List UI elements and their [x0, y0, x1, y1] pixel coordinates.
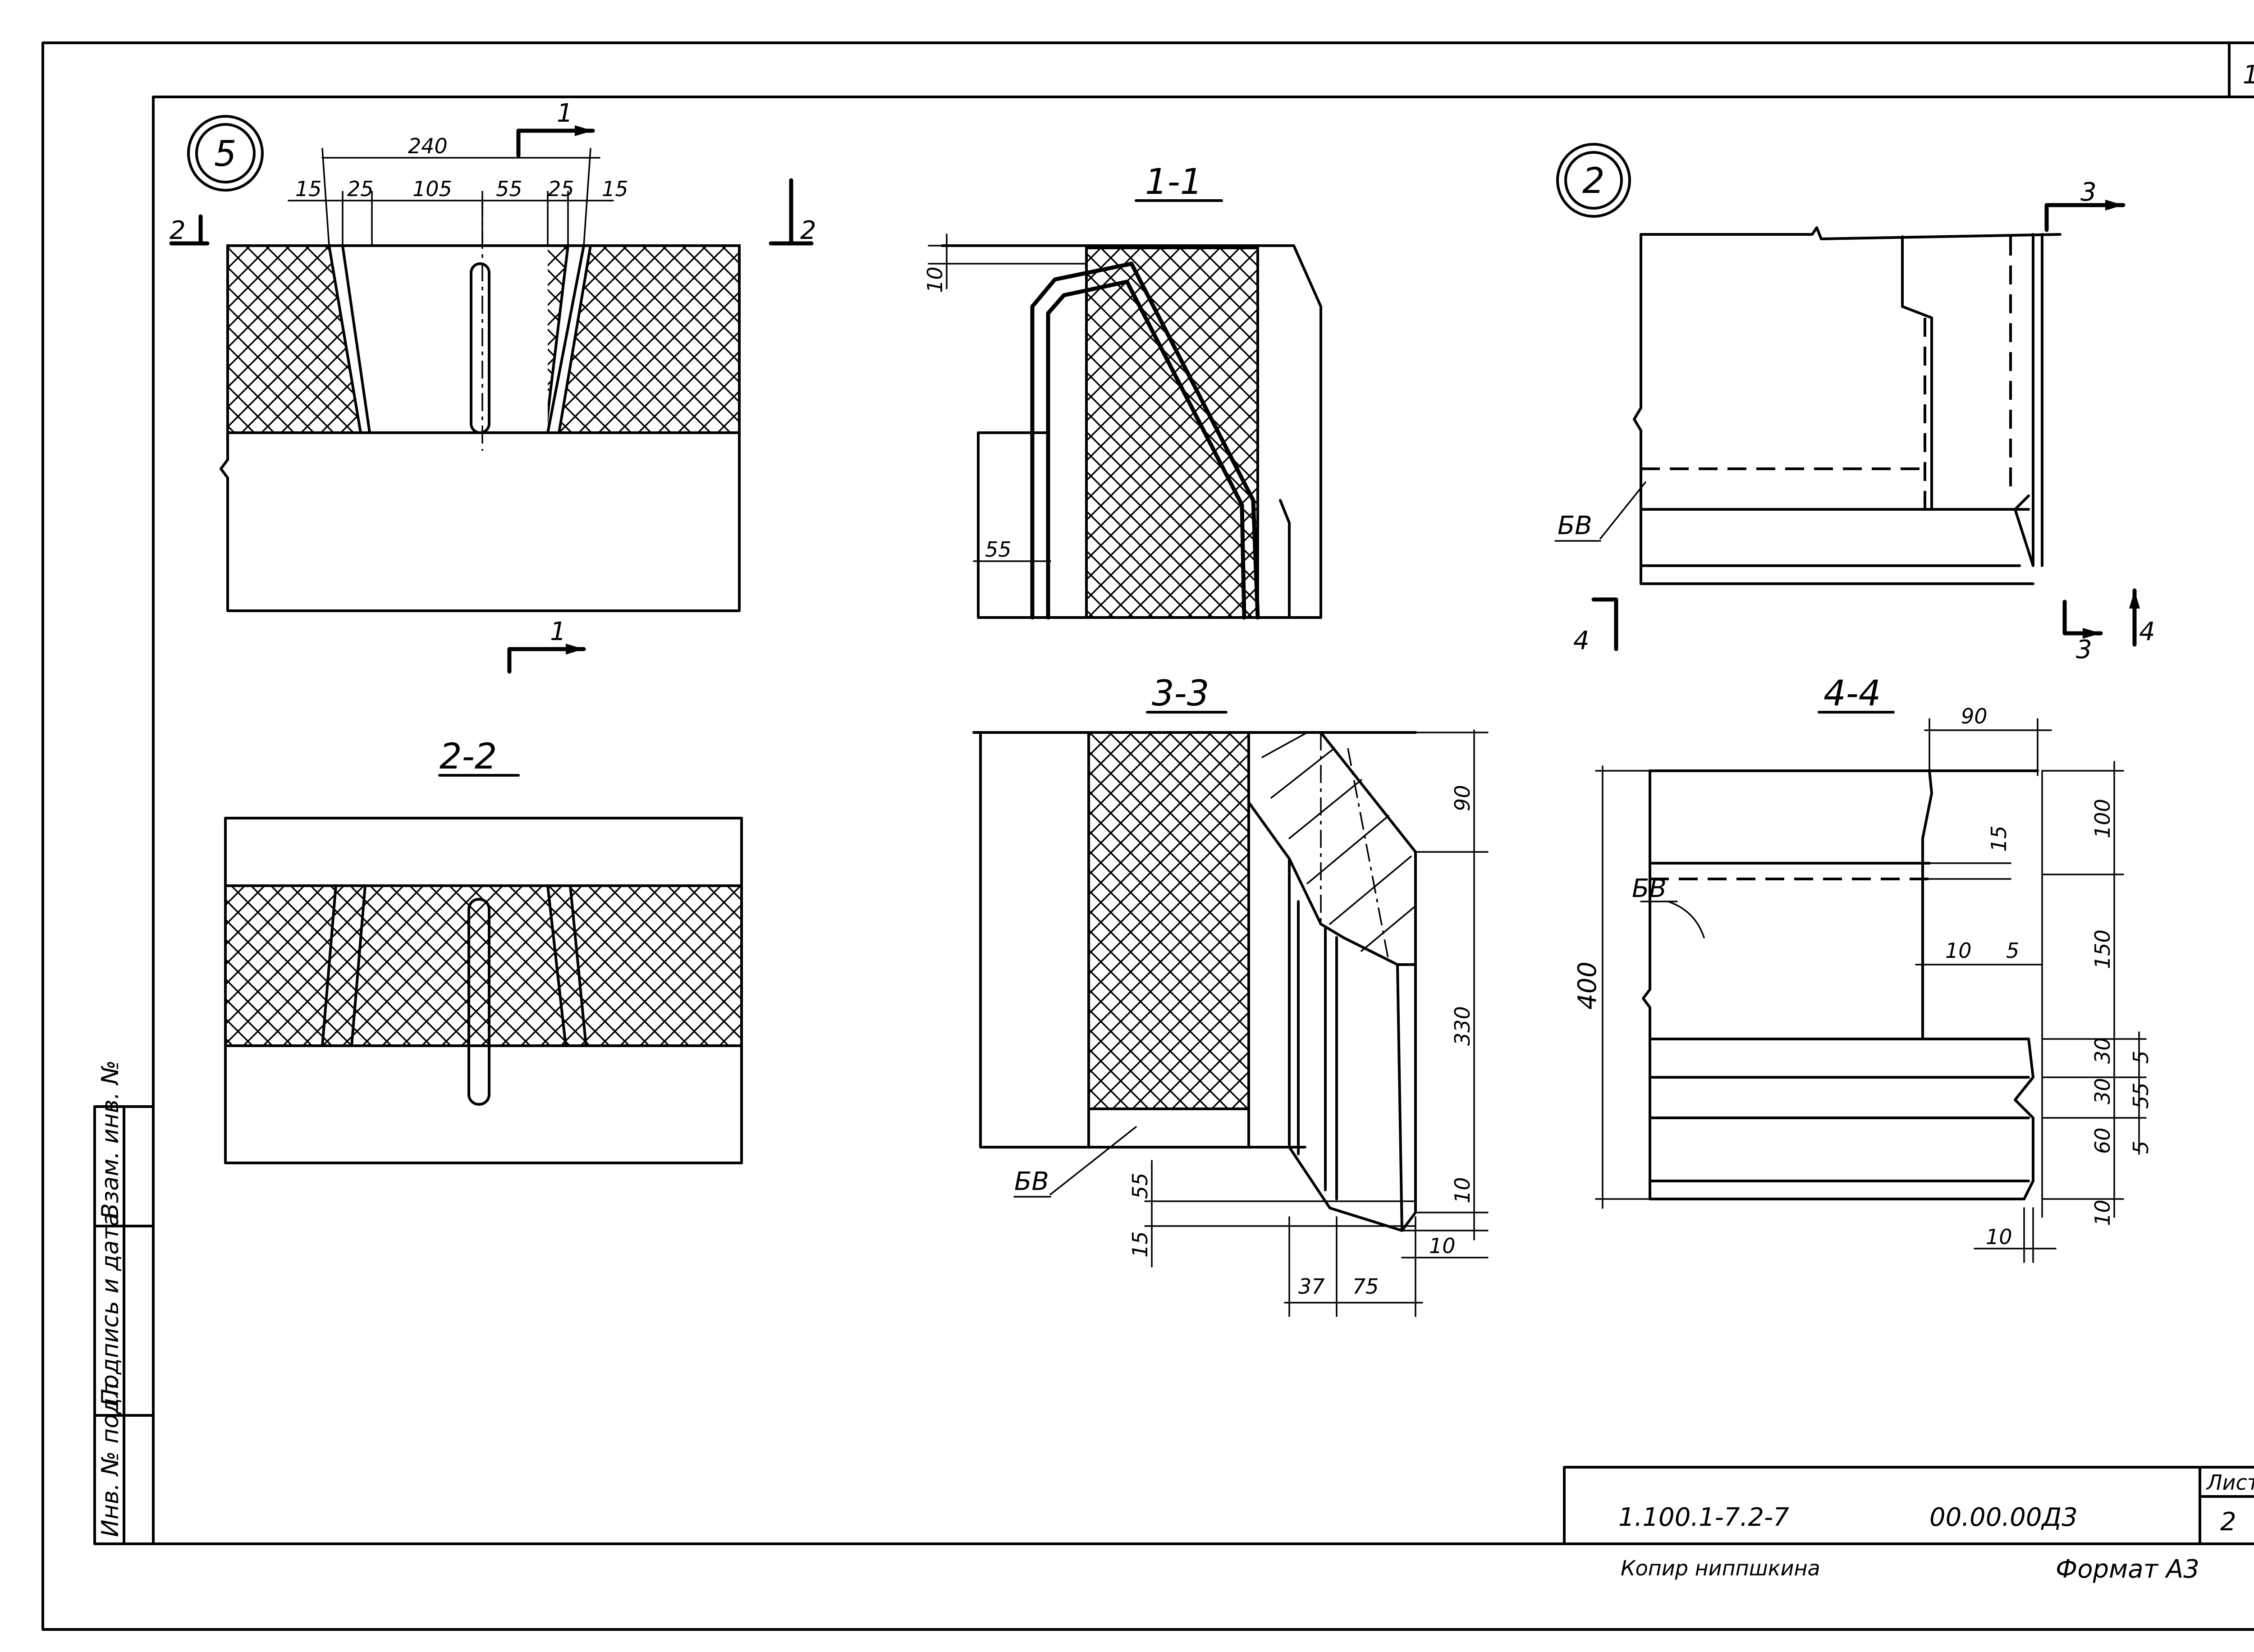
- title-sheet-label: Лист: [2206, 1470, 2254, 1495]
- title-designation: 00.00.00Д3: [1929, 1503, 2078, 1532]
- section-1-1: 1-1 10 55: [923, 162, 1322, 620]
- s44-dim-100: 100: [2090, 799, 2115, 838]
- stamp-inv-dup: Взам. инв. №: [97, 1060, 124, 1219]
- cut-2-right: 2: [800, 216, 816, 245]
- s33-dim-75: 75: [1352, 1274, 1379, 1299]
- corner-number: 19: [2243, 60, 2254, 90]
- s33-dim-37: 37: [1298, 1274, 1325, 1299]
- view-5: 5 1 2 2 240 15 25 1: [169, 99, 816, 674]
- dim-15a: 15: [295, 177, 322, 201]
- section-3-3: 3-3 90 330 10 55 15: [972, 673, 1489, 1317]
- s44-dim-150: 150: [2090, 929, 2115, 969]
- side-stamp: Инв. № подл. Подпись и дата Взам. инв. №: [93, 1060, 155, 1545]
- s44-dim-55: 55: [2129, 1082, 2153, 1109]
- cut-4-right: 4: [2139, 617, 2155, 646]
- footer-copied: Копир ниппшкина: [1621, 1556, 1820, 1580]
- dim-105: 105: [412, 177, 452, 201]
- bv-label-view2: БВ: [1558, 511, 1592, 540]
- s44-dim-10r: 10: [2090, 1199, 2115, 1226]
- s11-dim-55: 55: [985, 537, 1012, 562]
- cut-4-left: 4: [1573, 626, 1590, 655]
- dim-55: 55: [496, 177, 522, 201]
- stamp-inv-orig: Инв. № подл.: [97, 1375, 124, 1537]
- s44-dim-30b: 30: [2090, 1078, 2115, 1104]
- s33-dim-55: 55: [1128, 1172, 1152, 1199]
- s33-dim-90: 90: [1450, 785, 1475, 811]
- s44-dim-5c: 5: [2129, 1141, 2153, 1154]
- callout-5-label: 5: [214, 134, 237, 174]
- dim-25a: 25: [347, 177, 374, 201]
- title-block: 1.100.1-7.2-7 00.00.00Д3 Лист 2: [1563, 1466, 2254, 1545]
- section-3-3-title: 3-3: [1152, 673, 1209, 714]
- cut-1-top: 1: [557, 99, 573, 128]
- title-sheet-number: 2: [2220, 1507, 2236, 1537]
- s33-dim-330: 330: [1450, 1006, 1475, 1046]
- s44-dim-90: 90: [1961, 704, 1988, 728]
- dim-15b: 15: [602, 177, 628, 201]
- section-1-1-title: 1-1: [1145, 162, 1202, 202]
- cut-2-left: 2: [170, 216, 186, 245]
- title-code: 1.100.1-7.2-7: [1618, 1503, 1789, 1532]
- view-2: 2 3 БВ 4 3 4: [1554, 143, 2155, 664]
- corner-number-box: [2228, 41, 2254, 98]
- s44-dim-400: 400: [1573, 961, 1602, 1010]
- cut-3-top: 3: [2080, 178, 2097, 207]
- cut-1-bottom: 1: [550, 617, 566, 646]
- footer-format: Формат А3: [2056, 1555, 2199, 1584]
- s44-dim-5b: 5: [2129, 1051, 2153, 1064]
- dim-25b: 25: [548, 177, 574, 201]
- cut-3-bottom: 3: [2076, 635, 2092, 664]
- s33-dim-10r: 10: [1450, 1177, 1475, 1204]
- s44-dim-15: 15: [1987, 825, 2011, 852]
- bv-label-s44: БВ: [1632, 874, 1667, 903]
- dim-240: 240: [408, 134, 448, 158]
- section-2-2-title: 2-2: [440, 737, 497, 777]
- s44-dim-10a: 10: [1945, 938, 1972, 963]
- bv-label-s33: БВ: [1014, 1167, 1049, 1196]
- section-4-4: 4-4 400 90 100 150 30 30 60 10: [1573, 673, 2153, 1263]
- section-2-2: 2-2: [224, 737, 743, 1164]
- s44-dim-5a: 5: [2006, 938, 2019, 963]
- s44-dim-60: 60: [2090, 1127, 2115, 1154]
- s44-dim-10b: 10: [1986, 1225, 2012, 1249]
- inner-frame: [152, 96, 2254, 1545]
- s11-dim-10: 10: [923, 266, 947, 293]
- outer-frame: [41, 41, 2254, 1631]
- s33-dim-10b: 10: [1429, 1234, 1456, 1258]
- section-4-4-title: 4-4: [1823, 673, 1881, 714]
- stamp-sign-date: Подпись и дата: [97, 1212, 124, 1406]
- callout-2-label: 2: [1582, 161, 1605, 201]
- s33-dim-15: 15: [1128, 1231, 1152, 1258]
- s44-dim-30a: 30: [2090, 1037, 2115, 1064]
